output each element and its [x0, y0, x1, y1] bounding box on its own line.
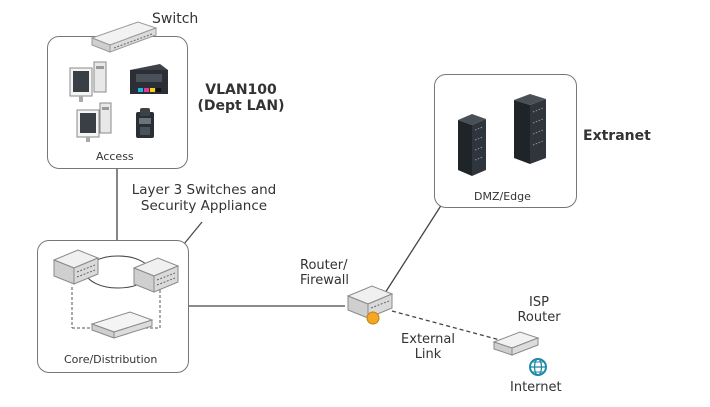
vlan-label-line2: (Dept LAN)	[197, 98, 285, 114]
security-appliance-icon	[90, 311, 154, 339]
router-firewall-label: Router/ Firewall	[300, 258, 349, 288]
link-external	[391, 310, 501, 341]
core-distribution-label: Core/Distribution	[64, 353, 158, 366]
router-label-line1: Router/	[300, 258, 348, 273]
layer3-switch-left-icon	[52, 249, 100, 285]
vlan-label-line1: VLAN100	[205, 82, 277, 98]
layer3-label-line2: Security Appliance	[140, 198, 268, 214]
external-label-line1: External	[401, 332, 455, 347]
layer3-label: Layer 3 Switches and Security Appliance	[120, 182, 288, 214]
layer3-switch-right-icon	[132, 257, 180, 293]
extranet-label: Extranet	[583, 128, 651, 144]
router-label-line2: Firewall	[300, 273, 350, 288]
external-label-line2: Link	[414, 347, 442, 362]
access-zone-box	[47, 36, 188, 169]
external-link-label: External Link	[398, 332, 458, 362]
isp-label-line2: Router	[517, 310, 561, 325]
layer3-label-line1: Layer 3 Switches and	[131, 182, 277, 198]
access-label: Access	[96, 150, 134, 163]
isp-router-label: ISP Router	[514, 295, 564, 325]
switch-label: Switch	[152, 11, 199, 27]
internet-label: Internet	[510, 380, 562, 395]
dmz-edge-label: DMZ/Edge	[474, 190, 531, 203]
isp-label-line1: ISP	[529, 295, 549, 310]
dmz-zone-box	[434, 74, 577, 208]
link-router-dmz	[384, 203, 443, 294]
vlan-label: VLAN100 (Dept LAN)	[191, 82, 291, 114]
